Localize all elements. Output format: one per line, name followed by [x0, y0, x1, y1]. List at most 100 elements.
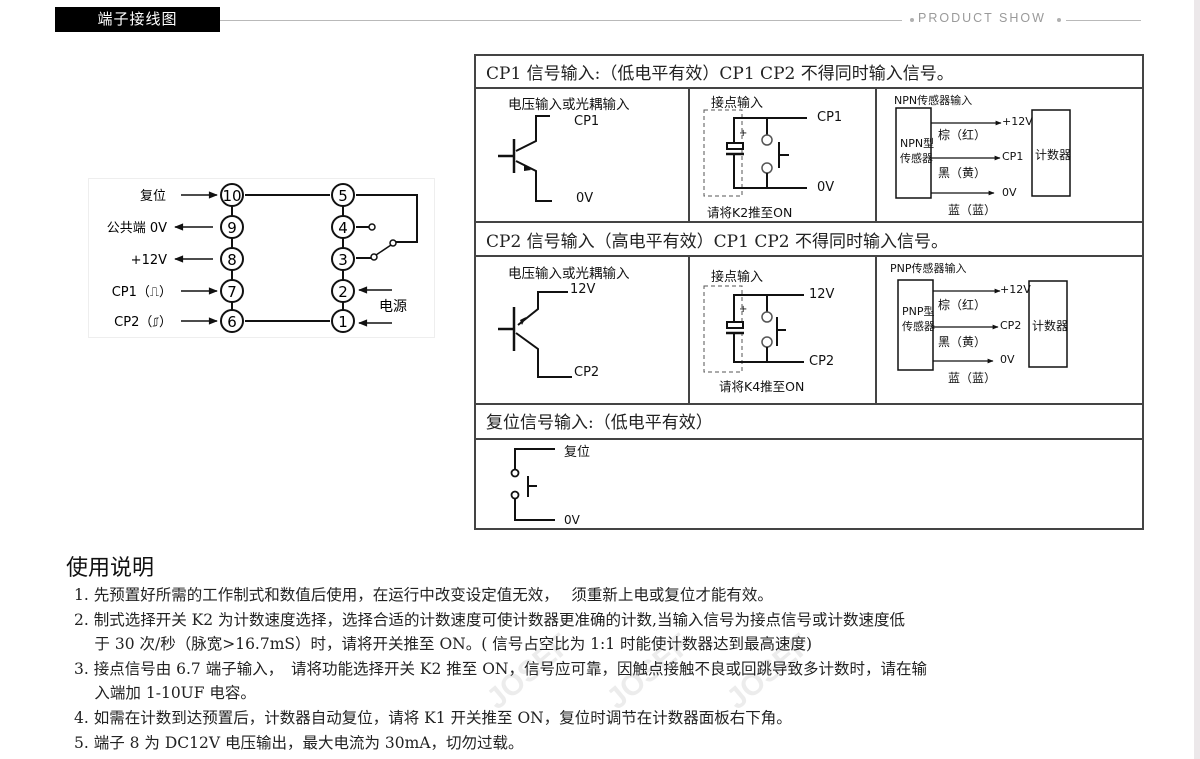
table-col-rule: [875, 256, 877, 404]
left-terminals: [220, 183, 244, 333]
terminal-5: [331, 183, 355, 207]
terminal-1: [331, 309, 355, 333]
terminal-10: [220, 183, 244, 207]
usage-line: 1. 先预置好所需的工作制式和数值后使用，在运行中改变设定值无效， 须重新上电或…: [74, 586, 773, 604]
sensor-wiring-diagram: [895, 107, 1071, 199]
relay-contact-4: [368, 223, 376, 231]
terminal-label-bottom: CP2: [574, 365, 600, 380]
terminal-number: 9: [227, 219, 237, 237]
label-cp2: CP2（⎎）: [114, 315, 172, 330]
pnp-sensor-input-cell: PNP传感器输入 PNP型 传感器 计数器 +12V 棕（红） CP2 黑（黄）…: [888, 259, 1088, 389]
sensor-wiring-diagram: [897, 279, 1068, 371]
cell-title: 接点输入: [711, 96, 764, 111]
scrollbar[interactable]: [1194, 0, 1200, 759]
label-reset: 复位: [140, 189, 166, 204]
terminal-8: [220, 247, 244, 271]
wire-color: 棕（红）: [938, 128, 987, 142]
cp1-voltage-input-cell: 电压输入或光耦输入 CP1 0V: [484, 91, 684, 219]
npn-sensor-input-cell: NPN传感器输入 NPN型 传感器 计数器 +12V 棕（红） CP1 黑（黄）…: [878, 90, 1078, 220]
terminal-number: 4: [338, 219, 348, 237]
wire-signal: +12V: [1002, 115, 1033, 128]
sensor-word: 传感器: [902, 320, 935, 333]
sensor-word: 传感器: [900, 152, 933, 165]
terminal-number: 2: [338, 283, 348, 301]
terminal-diagram-svg: 10 9 8 7 6 5 4 3 2 1 复位 公共端 0V +12V CP1（…: [107, 183, 418, 333]
terminal-label-top: CP1: [574, 114, 600, 129]
cp2-voltage-input-cell: 电压输入或光耦输入 12V CP2: [484, 259, 684, 399]
reset-switch-diagram: [510, 448, 555, 521]
table-col-rule: [688, 88, 690, 222]
polarity-plus: +: [739, 304, 748, 315]
table-rule: [474, 87, 1144, 89]
usage-line: 于 30 次/秒（脉宽>16.7mS）时，请将开关推至 ON。( 信号占空比为 …: [74, 635, 813, 653]
terminal-number: 1: [338, 313, 348, 331]
wire-signal: 0V: [1002, 186, 1017, 199]
product-show-tagline: PRODUCT SHOW: [918, 11, 1046, 25]
wire-color: 黑（黄）: [938, 335, 987, 349]
contact-switch-diagram: [703, 285, 804, 373]
counter-label: 计数器: [1035, 148, 1072, 162]
wire-color: 黑（黄）: [938, 166, 987, 180]
usage-line: 5. 端子 8 为 DC12V 电压输出，最大电流为 30mA，切勿过载。: [74, 734, 524, 752]
table-rule: [474, 403, 1144, 405]
wire-signal: +12V: [1000, 283, 1031, 296]
terminal-3: [331, 247, 355, 271]
label-common-0v: 公共端 0V: [107, 221, 167, 236]
terminal-label-bottom: 0V: [817, 180, 835, 195]
terminal-label-top: CP1: [817, 110, 843, 125]
header-divider-right: [1066, 20, 1141, 21]
wire-color: 蓝（蓝）: [948, 203, 997, 217]
table-col-rule: [875, 88, 877, 222]
terminal-4: [331, 215, 355, 239]
relay-switch-arm: [375, 244, 392, 256]
right-terminals: [331, 183, 355, 333]
section-title: 端子接线图: [55, 7, 220, 32]
cell-title: PNP传感器输入: [890, 262, 967, 275]
terminal-label-top: 12V: [570, 282, 596, 297]
sensor-type: PNP型: [902, 305, 935, 318]
wire-signal: CP2: [1000, 319, 1022, 332]
counter-label: 计数器: [1032, 319, 1069, 333]
terminal-2: [331, 279, 355, 303]
header-divider-left: [220, 20, 902, 21]
reset-row-title: 复位信号输入:（低电平有效）: [486, 413, 713, 433]
wire-color: 蓝（蓝）: [948, 371, 997, 385]
usage-line: 4. 如需在计数到达预置后，计数器自动复位，请将 K1 开关推至 ON，复位时调…: [74, 709, 792, 727]
terminal-label-bottom: 0V: [564, 513, 580, 527]
terminal-7: [220, 279, 244, 303]
terminal-number: 6: [227, 313, 237, 331]
terminal-number: 8: [227, 251, 237, 269]
wire-signal: CP1: [1002, 150, 1024, 163]
terminal-9: [220, 215, 244, 239]
switch-note: 请将K2推至ON: [707, 205, 793, 220]
relay-common-wire: [356, 194, 418, 243]
terminal-number: 5: [338, 187, 348, 205]
header-dot-right: [1057, 18, 1061, 22]
terminal-label-bottom: CP2: [809, 354, 835, 369]
switch-note: 请将K4推至ON: [719, 379, 805, 394]
terminal-number: 7: [227, 283, 237, 301]
usage-line: 2. 制式选择开关 K2 为计数速度选择，选择合适的计数速度可使计数器更准确的计…: [74, 611, 905, 629]
reset-input-cell: 复位 0V: [500, 441, 620, 529]
cell-title: 电压输入或光耦输入: [508, 266, 630, 282]
pnp-transistor-icon: [498, 291, 572, 378]
terminal-wiring-diagram: 10 9 8 7 6 5 4 3 2 1 复位 公共端 0V +12V CP1（…: [88, 178, 435, 338]
terminal-number: 10: [222, 187, 241, 205]
table-rule: [474, 221, 1144, 223]
usage-line: 3. 接点信号由 6.7 端子输入， 请将功能选择开关 K2 推至 ON，信号应…: [74, 660, 927, 678]
contact-switch-diagram: [703, 109, 807, 197]
label-12v: +12V: [131, 253, 167, 268]
cell-title: NPN传感器输入: [894, 94, 973, 107]
sensor-box-label: NPN型 传感器: [900, 136, 934, 166]
relay-contact-common: [389, 239, 397, 247]
label-cp1: CP1（⎍）: [112, 285, 172, 300]
header-dot-left: [910, 18, 914, 22]
table-col-rule: [688, 256, 690, 404]
input-wiring-table: [474, 54, 1144, 530]
npn-transistor-icon: [498, 115, 552, 202]
cell-title: 接点输入: [711, 270, 764, 285]
relay-contact-3: [370, 253, 378, 261]
label-power: 电源: [379, 299, 407, 315]
wire-signal: 0V: [1000, 353, 1015, 366]
cp2-contact-input-cell: 接点输入 + 12V CP2 请将K4推至ON: [691, 260, 873, 400]
